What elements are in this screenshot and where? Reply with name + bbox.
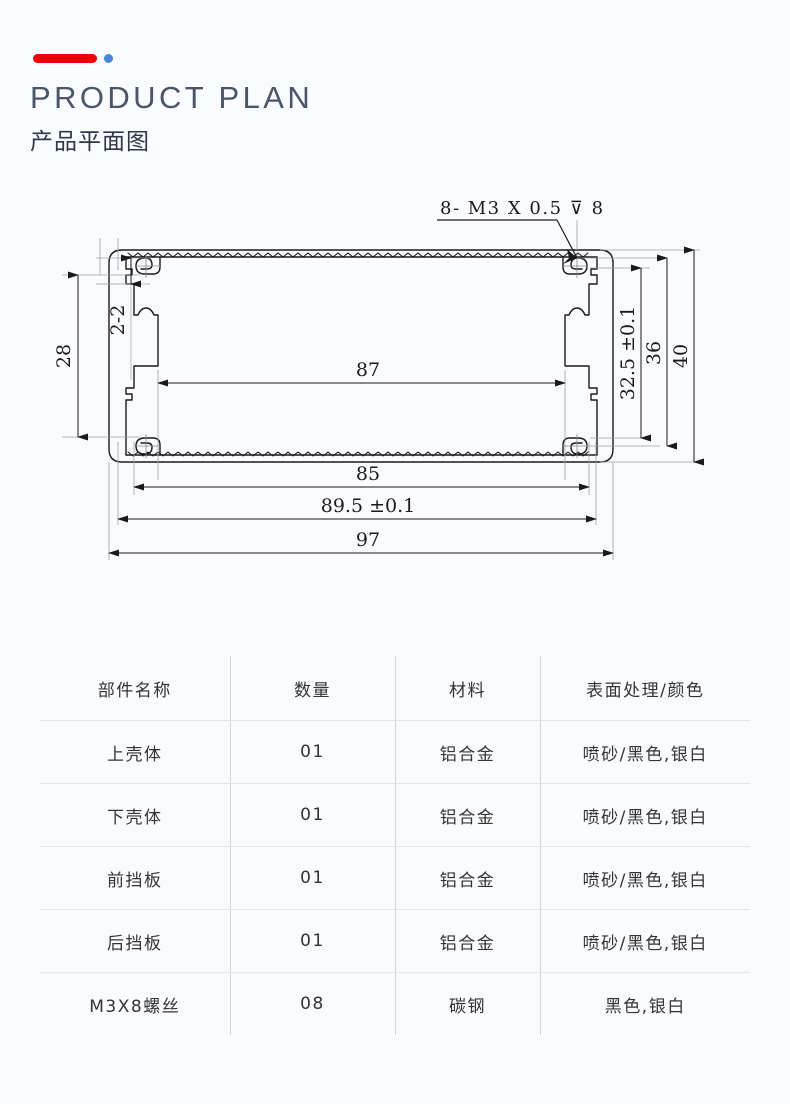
cell-material: 铝合金 [395, 783, 541, 847]
cell-finish: 喷砂/黑色,银白 [540, 783, 750, 847]
dim-bottom-1: 85 [356, 463, 380, 485]
dim-right-mid: 36 [643, 341, 665, 365]
cell-qty: 01 [230, 846, 396, 910]
table-row: M3X8螺丝 08 碳钢 黑色,银白 [40, 972, 750, 1035]
cell-part-name: 后挡板 [40, 909, 231, 973]
page-title-english: PRODUCT PLAN [30, 80, 314, 115]
dim-left-inner: 2-2 [107, 305, 129, 336]
dim-right-inner: 32.5 ±0.1 [617, 306, 639, 400]
cell-qty: 01 [230, 783, 396, 847]
col-header-material: 材料 [395, 656, 541, 721]
col-header-finish: 表面处理/颜色 [540, 656, 750, 721]
dim-bottom-3: 97 [356, 529, 380, 551]
accent-dot-icon [104, 54, 113, 63]
col-header-name: 部件名称 [40, 656, 231, 721]
cell-part-name: 前挡板 [40, 846, 231, 910]
cell-part-name: 上壳体 [40, 720, 231, 784]
cell-finish: 黑色,银白 [604, 996, 686, 1017]
cell-finish: 喷砂/黑色,银白 [540, 720, 750, 784]
table-row: 上壳体 01 铝合金 喷砂/黑色,银白 [40, 720, 750, 784]
accent-bar [33, 54, 97, 63]
page-title-chinese: 产品平面图 [30, 129, 150, 155]
cell-finish: 喷砂/黑色,银白 [540, 909, 750, 973]
cell-part-name: M3X8螺丝 [40, 972, 231, 1035]
dim-center-inner: 87 [356, 359, 380, 381]
cell-qty: 01 [230, 720, 396, 784]
spec-table: 部件名称 数量 材料 表面处理/颜色 上壳体 01 铝合金 喷砂/黑色,银白 下… [40, 656, 750, 1035]
cell-qty: 08 [230, 972, 396, 1035]
table-header-row: 部件名称 数量 材料 表面处理/颜色 [40, 656, 750, 721]
enclosure-cross-section-svg: 8- M3 X 0.5 ⊽ 8 28 2-2 32.5 ±0.1 36 40 8… [53, 198, 704, 560]
cell-qty: 01 [230, 909, 396, 973]
cell-material: 铝合金 [395, 720, 541, 784]
dim-bottom-2: 89.5 ±0.1 [321, 495, 415, 517]
dim-note: 8- M3 X 0.5 ⊽ 8 [440, 198, 605, 219]
page-header: PRODUCT PLAN 产品平面图 [0, 0, 790, 175]
technical-drawing: 8- M3 X 0.5 ⊽ 8 28 2-2 32.5 ±0.1 36 40 8… [0, 180, 790, 620]
cell-finish: 喷砂/黑色,银白 [540, 846, 750, 910]
cell-material: 碳钢 [395, 972, 541, 1035]
dim-left-outer: 28 [53, 344, 75, 368]
col-header-qty: 数量 [230, 656, 396, 721]
cell-material: 铝合金 [395, 846, 541, 910]
table-row: 前挡板 01 铝合金 喷砂/黑色,银白 [40, 846, 750, 910]
cell-material: 铝合金 [395, 909, 541, 973]
cell-part-name: 下壳体 [40, 783, 231, 847]
dim-right-outer: 40 [670, 344, 692, 368]
table-row: 后挡板 01 铝合金 喷砂/黑色,银白 [40, 909, 750, 973]
table-row: 下壳体 01 铝合金 喷砂/黑色,银白 [40, 783, 750, 847]
